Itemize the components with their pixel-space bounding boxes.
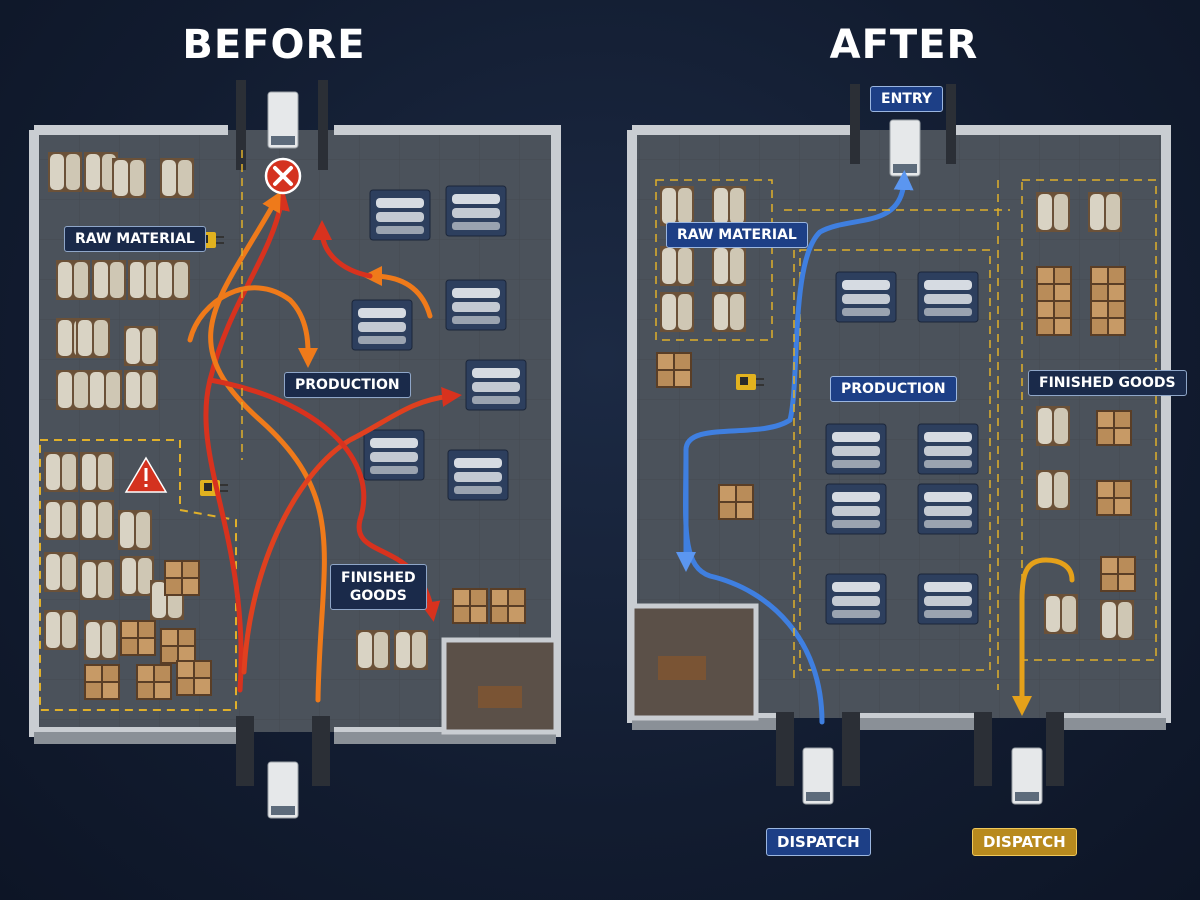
before-dock-left	[236, 716, 254, 786]
after-entry-truck	[889, 119, 921, 177]
before-dock-right	[312, 716, 330, 786]
after-entry-label: ENTRY	[870, 86, 943, 112]
before-truck-top	[267, 91, 299, 149]
before-gate-right	[318, 80, 328, 170]
before-chaos-zone	[39, 439, 237, 711]
after-dock2-right	[1046, 712, 1064, 786]
before-office-desk	[478, 686, 522, 708]
after-staging-pallet	[718, 484, 754, 520]
before-raw-material-label: RAW MATERIAL	[64, 226, 206, 252]
after-organized-flow-paths	[676, 170, 1075, 725]
after-dispatch-truck-2	[1011, 747, 1043, 805]
after-floor-plan	[627, 84, 1171, 805]
before-production-label: PRODUCTION	[284, 372, 411, 398]
after-dispatch-label-1: DISPATCH	[766, 828, 871, 856]
after-dock1-left	[776, 712, 794, 786]
after-finished-goods-label: FINISHED GOODS	[1028, 370, 1187, 396]
before-zone-lines	[40, 150, 243, 460]
before-wall-face-right	[334, 732, 556, 744]
before-finished-goods-label: FINISHED GOODS	[330, 564, 427, 610]
before-title: BEFORE	[182, 22, 366, 68]
after-raw-zone	[655, 179, 773, 341]
after-gate-left	[850, 84, 860, 164]
before-floor-plan	[29, 80, 561, 819]
before-gate-left	[236, 80, 246, 170]
after-dispatch-truck-1	[802, 747, 834, 805]
after-dock1-right	[842, 712, 860, 786]
blocked-x-icon	[264, 157, 302, 195]
after-wall-face-right	[1060, 718, 1166, 730]
after-wall-face-left	[632, 718, 780, 730]
after-gate-right	[946, 84, 956, 164]
after-dispatch-label-2: DISPATCH	[972, 828, 1077, 856]
after-zone-lines	[784, 180, 1010, 690]
after-walls	[627, 125, 1171, 723]
after-raw-material-label: RAW MATERIAL	[666, 222, 808, 248]
after-production-zone	[799, 249, 991, 671]
after-office-desk	[658, 656, 706, 680]
after-dock2-left	[974, 712, 992, 786]
after-raw-pallet	[656, 352, 692, 388]
before-wall-face	[34, 732, 248, 744]
after-production-label: PRODUCTION	[830, 376, 957, 402]
before-truck-bottom	[267, 761, 299, 819]
after-wall-face-mid	[858, 718, 980, 730]
after-finished-zone	[1021, 179, 1157, 661]
after-title: AFTER	[829, 22, 979, 68]
warning-icon	[124, 456, 168, 493]
